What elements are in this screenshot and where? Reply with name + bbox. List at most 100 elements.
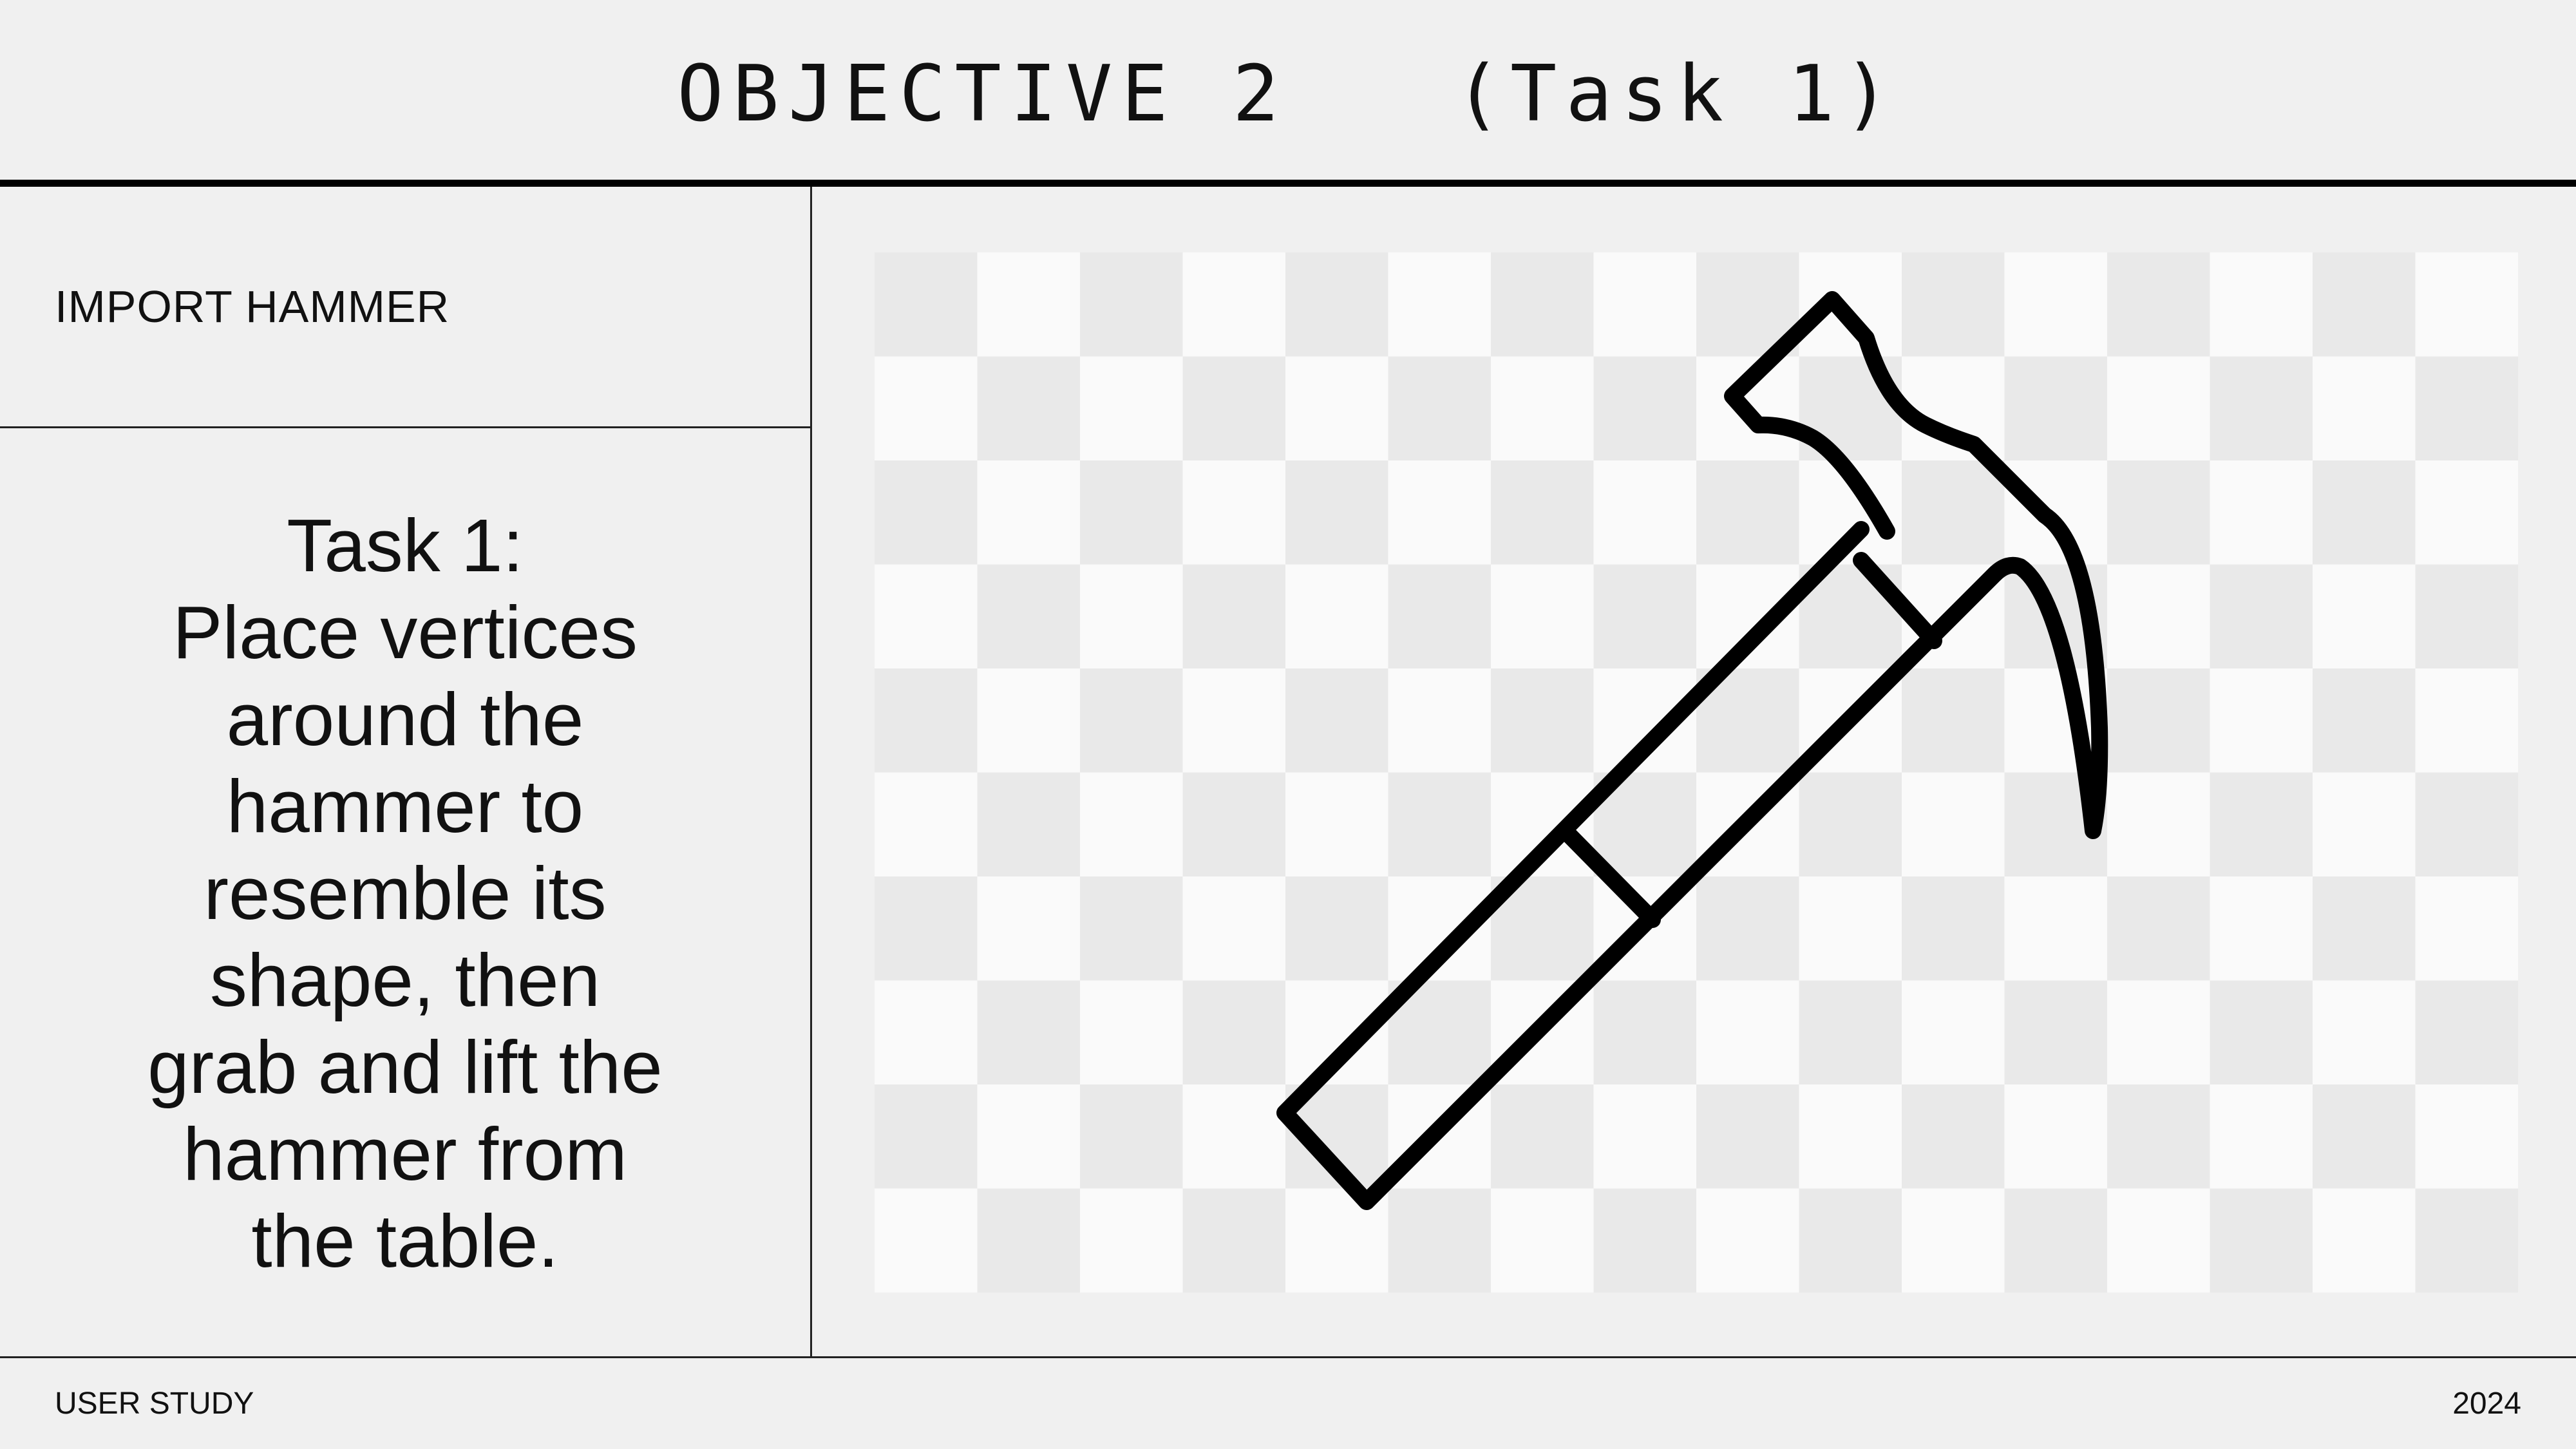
checker-cell	[1491, 668, 1594, 773]
checker-cell	[2210, 772, 2313, 877]
checker-cell	[1902, 876, 2005, 981]
footer-divider	[0, 1356, 2576, 1358]
checker-cell	[2107, 980, 2210, 1085]
checker-cell	[1080, 1188, 1183, 1293]
task-line: shape, then	[209, 938, 601, 1022]
checker-cell	[1593, 356, 1697, 461]
checker-cell	[1182, 356, 1286, 461]
checker-cell	[1696, 1084, 1799, 1189]
checker-cell	[1182, 564, 1286, 669]
checker-cell	[875, 1084, 978, 1189]
checker-cell	[1182, 1084, 1286, 1189]
checker-cell	[1491, 1188, 1594, 1293]
task-line: Place vertices	[172, 591, 638, 674]
checker-cell	[2415, 564, 2518, 669]
checker-cell	[1182, 980, 1286, 1085]
checker-cell	[1285, 564, 1388, 669]
checker-cell	[1491, 1084, 1594, 1189]
checker-cell	[1491, 564, 1594, 669]
checker-cell	[1902, 772, 2005, 877]
checker-cell	[977, 1084, 1081, 1189]
checker-cell	[1902, 1084, 2005, 1189]
sidebar-divider	[0, 426, 811, 428]
checker-cell	[2107, 772, 2210, 877]
checker-cell	[875, 980, 978, 1085]
checker-cell	[1491, 356, 1594, 461]
checker-cell	[2107, 564, 2210, 669]
checker-cell	[1388, 252, 1492, 357]
checker-cell	[1696, 876, 1799, 981]
checker-cell	[2210, 668, 2313, 773]
task-line: the table.	[251, 1199, 559, 1283]
checker-cell	[1593, 564, 1697, 669]
checker-cell	[1182, 460, 1286, 565]
handle-grip-band	[1562, 828, 1661, 928]
checker-cell	[2415, 668, 2518, 773]
checker-cell	[1080, 1084, 1183, 1189]
checker-cell	[1388, 772, 1492, 877]
checker-cell	[1491, 252, 1594, 357]
checker-cell	[2415, 876, 2518, 981]
checker-cell	[1080, 252, 1183, 357]
checker-cell	[1696, 1188, 1799, 1293]
checker-cell	[1285, 668, 1388, 773]
section-label: IMPORT HAMMER	[55, 281, 450, 332]
checker-cell	[1285, 876, 1388, 981]
checker-cell	[977, 1188, 1081, 1293]
checker-cell	[1388, 356, 1492, 461]
checker-cell	[1285, 460, 1388, 565]
hammer-handle	[1276, 291, 2108, 1210]
checker-cell	[2004, 876, 2108, 981]
checker-cell	[2004, 980, 2108, 1085]
checker-cell	[1491, 460, 1594, 565]
checker-cell	[2210, 356, 2313, 461]
checker-cell	[2107, 460, 2210, 565]
checker-cell	[1902, 980, 2005, 1085]
task-line: hammer to	[226, 764, 584, 848]
checker-cell	[1182, 1188, 1286, 1293]
checker-cell	[1902, 668, 2005, 773]
checker-cell	[1799, 1188, 1902, 1293]
checker-cell	[1799, 980, 1902, 1085]
checker-cell	[875, 772, 978, 877]
checker-cell	[1902, 460, 2005, 565]
checker-cell	[2107, 252, 2210, 357]
checker-cell	[2004, 1188, 2108, 1293]
checker-cell	[2313, 564, 2416, 669]
checker-cell	[2004, 356, 2108, 461]
footer-year: 2024	[2452, 1387, 2521, 1421]
checker-cell	[1388, 1188, 1492, 1293]
checker-cell	[1080, 980, 1183, 1085]
checker-cell	[1182, 772, 1286, 877]
checker-cell	[1696, 460, 1799, 565]
checker-cell	[2004, 252, 2108, 357]
checker-cell	[2210, 460, 2313, 565]
checker-cell	[2210, 876, 2313, 981]
task-line: hammer from	[183, 1112, 627, 1196]
checker-cell	[2415, 252, 2518, 357]
image-canvas[interactable]	[875, 252, 2518, 1293]
checker-cell	[1593, 1188, 1697, 1293]
canvas-svg[interactable]	[875, 252, 2518, 1293]
checker-cell	[2313, 460, 2416, 565]
column-divider	[810, 187, 812, 1358]
checker-cell	[2313, 356, 2416, 461]
checker-cell	[1080, 460, 1183, 565]
checker-cell	[2313, 668, 2416, 773]
checker-cell	[2415, 460, 2518, 565]
checker-cell	[1799, 876, 1902, 981]
checker-cell	[1388, 460, 1492, 565]
task-line: Task 1:	[287, 504, 524, 587]
checker-cell	[2210, 1188, 2313, 1293]
checker-cell	[1182, 876, 1286, 981]
checker-cell	[977, 980, 1081, 1085]
checker-cell	[2415, 980, 2518, 1085]
checker-cell	[1182, 252, 1286, 357]
hammer-icon[interactable]	[1276, 291, 2108, 1210]
checker-cell	[2313, 876, 2416, 981]
checker-cell	[2210, 1084, 2313, 1189]
checker-cell	[1080, 356, 1183, 461]
checker-cell	[875, 1188, 978, 1293]
checker-cell	[1902, 252, 2005, 357]
task-instructions: Task 1: Place vertices around the hammer…	[0, 502, 810, 1285]
